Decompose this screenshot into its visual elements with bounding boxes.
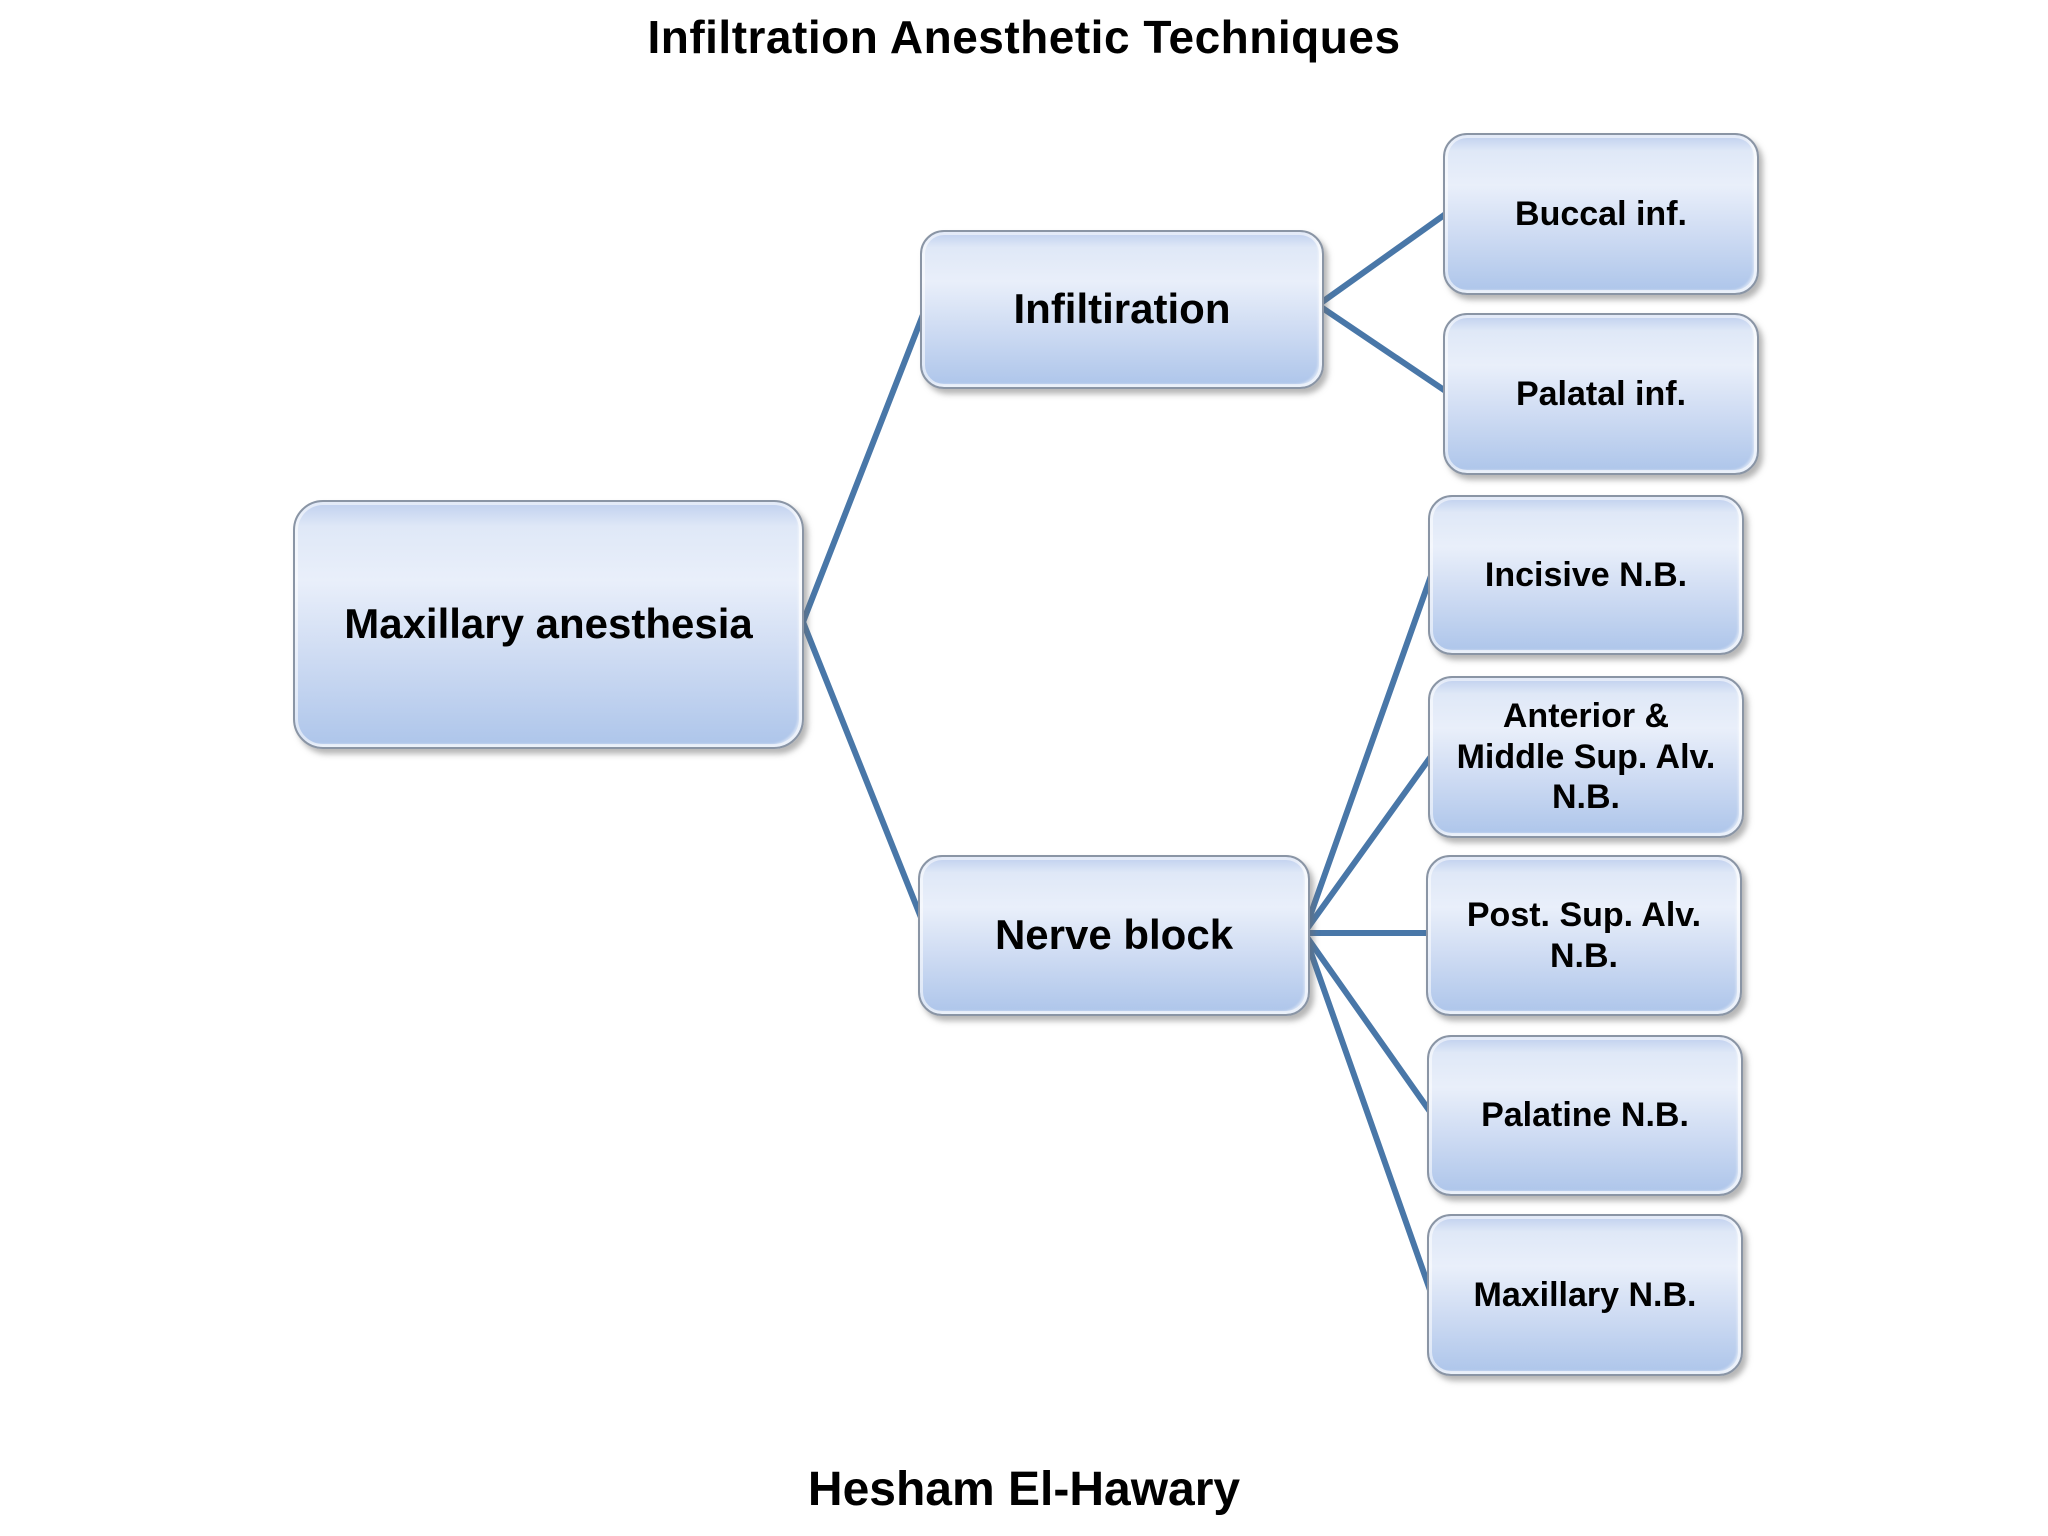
- connector-root-nerve-block: [800, 619, 929, 933]
- node-label: Maxillary N.B.: [1473, 1275, 1697, 1314]
- node-nerve-block: Nerve block: [918, 855, 1310, 1016]
- connector-nerve-ant-mid: [1301, 752, 1435, 936]
- author-credit: Hesham El-Hawary: [807, 1463, 1241, 1516]
- node-label: Maxillary anesthesia: [344, 600, 753, 648]
- node-maxillary-nerve-block: Maxillary N.B.: [1427, 1214, 1743, 1376]
- node-label: Buccal inf.: [1515, 194, 1687, 233]
- node-anterior-middle-sup-alv-nerve-block: Anterior & Middle Sup. Alv. N.B.: [1428, 676, 1744, 838]
- node-label: Anterior & Middle Sup. Alv. N.B.: [1456, 696, 1716, 817]
- connector-nerve-incisive: [1301, 570, 1435, 936]
- node-label: Infiltiration: [1013, 285, 1231, 333]
- node-palatal-infiltration: Palatal inf.: [1443, 313, 1759, 475]
- node-incisive-nerve-block: Incisive N.B.: [1428, 495, 1744, 655]
- connector-root-infiltration: [800, 304, 929, 625]
- node-label: Incisive N.B.: [1484, 555, 1688, 594]
- page-title: Infiltration Anesthetic Techniques: [647, 11, 1401, 63]
- connector-infiltration-buccal: [1315, 210, 1450, 308]
- node-label: Palatine N.B.: [1481, 1096, 1689, 1135]
- connector-nerve-maxillary: [1301, 930, 1434, 1296]
- node-label: Post. Sup. Alv. N.B.: [1466, 895, 1702, 975]
- node-infiltration: Infiltiration: [920, 230, 1324, 389]
- connector-infiltration-palatal: [1315, 302, 1450, 395]
- node-buccal-infiltration: Buccal inf.: [1443, 133, 1759, 295]
- node-palatine-nerve-block: Palatine N.B.: [1427, 1035, 1743, 1196]
- node-label: Nerve block: [994, 911, 1234, 959]
- node-post-sup-alv-nerve-block: Post. Sup. Alv. N.B.: [1426, 855, 1742, 1016]
- node-maxillary-anesthesia: Maxillary anesthesia: [293, 500, 804, 749]
- connector-nerve-palatine: [1301, 930, 1434, 1116]
- node-label: Palatal inf.: [1515, 374, 1687, 413]
